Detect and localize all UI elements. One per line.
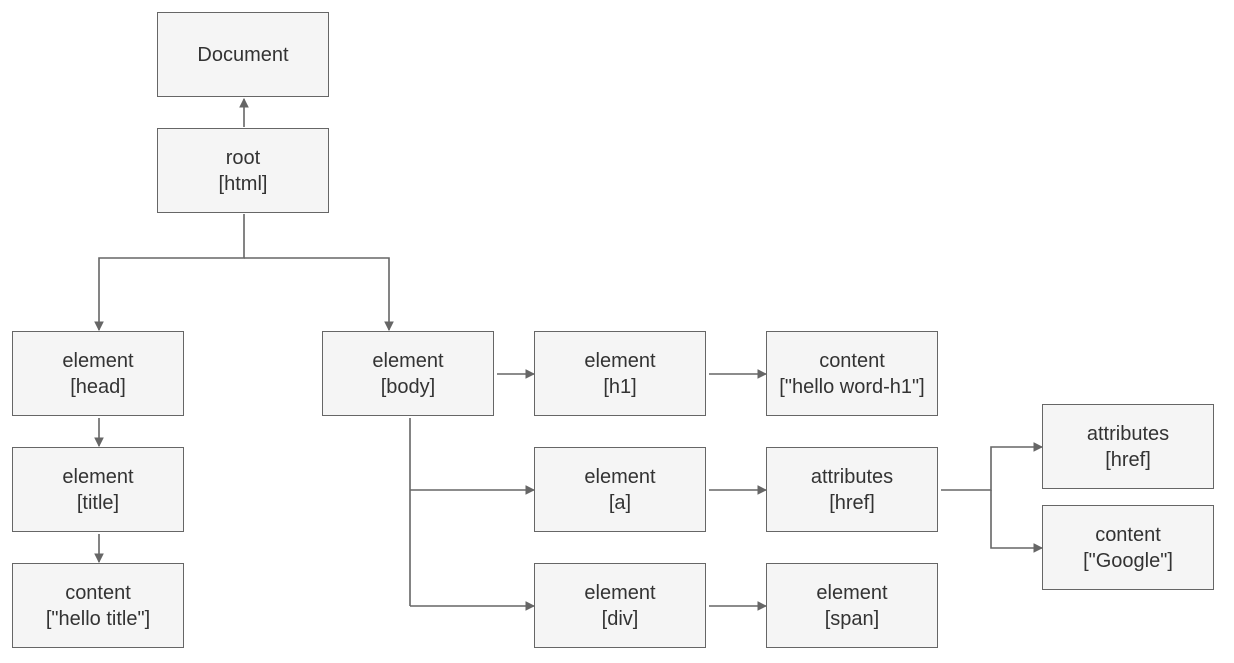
element-title-node: element [title]	[12, 447, 184, 532]
content-hello-title-line1: content	[65, 581, 131, 604]
content-hello-title-node: content ["hello title"]	[12, 563, 184, 648]
root-html-line1: root	[225, 146, 261, 169]
element-a-line2: [a]	[608, 491, 632, 514]
element-title-line2: [title]	[76, 491, 120, 514]
root-html-line2: [html]	[218, 172, 268, 195]
element-div-node: element [div]	[534, 563, 706, 648]
content-hello-word-h1-node: content ["hello word-h1"]	[766, 331, 938, 416]
attributes-href-child-node: attributes [href]	[1042, 404, 1214, 489]
element-h1-line1: element	[584, 349, 656, 372]
element-body-line1: element	[372, 349, 444, 372]
element-span-node: element [span]	[766, 563, 938, 648]
attributes-href-child-line2: [href]	[1105, 448, 1151, 471]
element-head-node: element [head]	[12, 331, 184, 416]
element-body-line2: [body]	[380, 375, 436, 398]
element-body-node: element [body]	[322, 331, 494, 416]
element-div-line2: [div]	[601, 607, 639, 630]
attributes-href-line1: attributes	[810, 465, 894, 488]
element-div-line1: element	[584, 581, 656, 604]
attributes-href-line2: [href]	[829, 491, 875, 514]
element-h1-line2: [h1]	[603, 375, 637, 398]
content-google-line1: content	[1095, 523, 1161, 546]
root-html-node: root [html]	[157, 128, 329, 213]
element-a-node: element [a]	[534, 447, 706, 532]
element-a-line1: element	[584, 465, 656, 488]
element-h1-node: element [h1]	[534, 331, 706, 416]
content-google-node: content ["Google"]	[1042, 505, 1214, 590]
content-hello-word-h1-line2: ["hello word-h1"]	[779, 375, 925, 398]
edge-root-to-head	[99, 214, 245, 330]
content-hello-title-line2: ["hello title"]	[45, 607, 151, 630]
content-google-line2: ["Google"]	[1083, 549, 1173, 572]
element-head-line2: [head]	[70, 375, 126, 398]
document-label: Document	[197, 43, 289, 66]
element-span-line1: element	[816, 581, 888, 604]
attributes-href-node: attributes [href]	[766, 447, 938, 532]
edge-attributes-branch	[941, 447, 1042, 491]
content-hello-word-h1-line1: content	[819, 349, 885, 372]
edge-root-to-body	[244, 257, 389, 330]
element-span-line2: [span]	[824, 607, 880, 630]
attributes-href-child-line1: attributes	[1086, 422, 1170, 445]
element-head-line1: element	[62, 349, 134, 372]
element-title-line1: element	[62, 465, 134, 488]
document-node: Document	[157, 12, 329, 97]
edge-attributes-to-content	[990, 490, 1042, 548]
